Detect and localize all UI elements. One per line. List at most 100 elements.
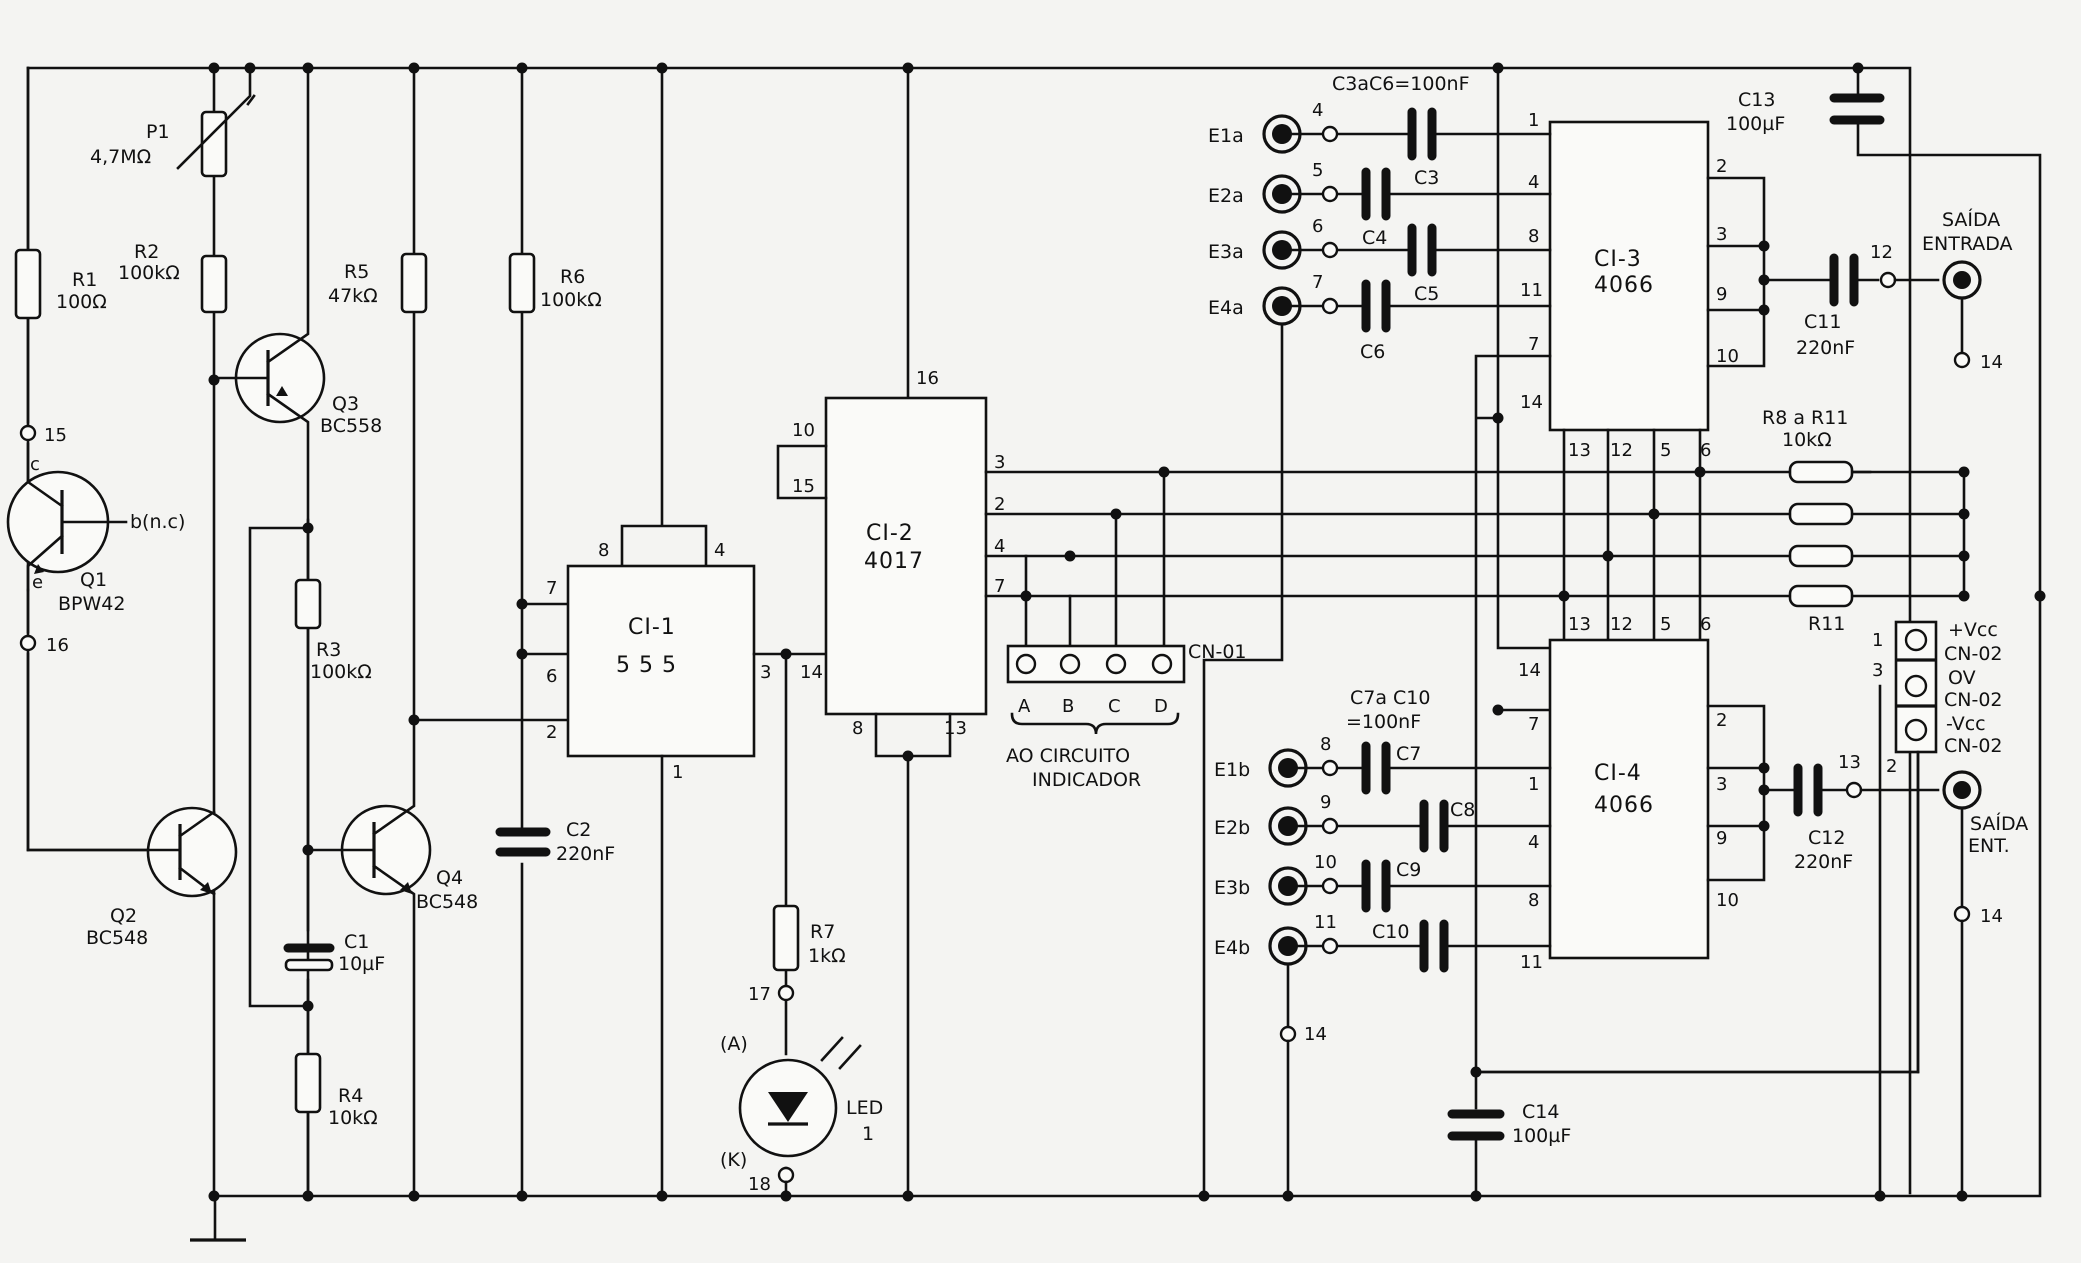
ci4-pin-2: 2: [1716, 710, 1727, 731]
terminal-5: 5: [1312, 160, 1323, 181]
cn01-label-c: C: [1108, 696, 1121, 717]
cn01-housing: [1006, 644, 1186, 684]
cn02-name-1: CN-02: [1944, 643, 2003, 665]
resistor-r8: [1788, 460, 1854, 484]
ci4-pin-10: 10: [1716, 890, 1739, 911]
c1-value: 10µF: [338, 953, 385, 975]
q2-part: BC548: [86, 927, 148, 949]
terminal-11: 11: [1314, 912, 1337, 933]
ci3-pin-5: 5: [1660, 440, 1671, 461]
c14-value: 100µF: [1512, 1125, 1571, 1147]
ci3-pin-10: 10: [1716, 346, 1739, 367]
ci3-pin-4: 4: [1528, 172, 1539, 193]
cn02-pin-3: 3: [1872, 660, 1883, 681]
q2-ref: Q2: [110, 905, 137, 927]
q1-emitter-label: e: [32, 572, 43, 593]
resistor-r5: [400, 252, 428, 314]
ci2-pin-4: 4: [994, 536, 1005, 557]
r4-value: 10kΩ: [328, 1107, 378, 1129]
resistor-r6: [508, 252, 536, 314]
ci1-pin-4: 4: [714, 540, 725, 561]
c7c10-label-1: C7a C10: [1350, 687, 1430, 709]
ci2-pin-3: 3: [994, 452, 1005, 473]
cn01-label-a: A: [1018, 696, 1031, 717]
q1-part: BPW42: [58, 593, 125, 615]
ci3-pin-13: 13: [1568, 440, 1591, 461]
q4-part: BC548: [416, 891, 478, 913]
ci2-pin-13: 13: [944, 718, 967, 739]
c5-ref: C5: [1414, 283, 1439, 305]
ic-ci3-4066: [1548, 120, 1710, 432]
terminal-6: 6: [1312, 216, 1323, 237]
ci1-name: CI-1: [628, 615, 676, 640]
ci3-name: CI-3: [1594, 247, 1642, 272]
terminal-14-out2-label: 14: [1980, 906, 2003, 927]
terminal-16-label: 16: [46, 635, 69, 656]
terminal-14-out1: [1953, 351, 1971, 369]
terminal-17: [777, 984, 795, 1002]
ci4-pin-11: 11: [1520, 952, 1543, 973]
ci4-part: 4066: [1594, 793, 1654, 818]
ic-ci4-4066: [1548, 638, 1710, 960]
led-label: LED: [846, 1097, 883, 1119]
terminal-17-label: 17: [748, 984, 771, 1005]
c13-ref: C13: [1738, 89, 1775, 111]
input-e3b: E3b: [1214, 877, 1250, 899]
terminal-4: 4: [1312, 100, 1323, 121]
r6-value: 100kΩ: [540, 289, 602, 311]
c4-ref: C4: [1362, 227, 1387, 249]
r8r11-value: 10kΩ: [1782, 429, 1832, 451]
c11-ref: C11: [1804, 311, 1841, 333]
ci4-pin-12: 12: [1610, 614, 1633, 635]
ci3-pin-12: 12: [1610, 440, 1633, 461]
r5-ref: R5: [344, 261, 369, 283]
ci4-pin-8: 8: [1528, 890, 1539, 911]
resistor-r3: [294, 578, 322, 630]
ci2-pin-2: 2: [994, 494, 1005, 515]
out1-line1: SAÍDA: [1942, 208, 2000, 231]
connector-cn02: 1 3 2 +Vcc CN-02 OV CN-02 -Vcc CN-02: [1474, 619, 2003, 1198]
led-anode-label: (A): [720, 1033, 748, 1055]
r7-value: 1kΩ: [808, 945, 846, 967]
ci3-pin-7: 7: [1528, 334, 1539, 355]
ci4-name: CI-4: [1594, 761, 1642, 786]
monostable-stage: R3 100kΩ C1 10µF R4 10kΩ Q4 BC548 R5 47k…: [248, 66, 570, 1198]
potentiometer-p1: [200, 110, 228, 178]
p1-value: 4,7MΩ: [90, 146, 151, 168]
q1-base-label: b(n.c): [130, 511, 185, 533]
trigger-stage: P1 4,7MΩ R2 100kΩ Q3 BC558 Q2 BC548: [26, 66, 382, 1198]
ci2-part: 4017: [864, 549, 924, 574]
terminal-15: [19, 424, 37, 442]
ci1-pin-6: 6: [546, 666, 557, 687]
input-jacks-a: [1262, 114, 1302, 326]
terminal-8: 8: [1320, 734, 1331, 755]
c8-ref: C8: [1450, 799, 1475, 821]
resistor-r9: [1788, 502, 1854, 526]
ci4-pin-1: 1: [1528, 774, 1539, 795]
ci1-pin-8: 8: [598, 540, 609, 561]
terminal-12-label: 12: [1870, 242, 1893, 263]
q3-part: BC558: [320, 415, 382, 437]
c11-value: 220nF: [1796, 337, 1855, 359]
ci3-pin-3: 3: [1716, 224, 1727, 245]
ci3-pin-6: 6: [1700, 440, 1711, 461]
ci2-pin-8: 8: [852, 718, 863, 739]
ci2-pin-7: 7: [994, 576, 1005, 597]
c12-ref: C12: [1808, 827, 1845, 849]
ci2-pin-14: 14: [800, 662, 823, 683]
terminal-10: 10: [1314, 852, 1337, 873]
cn01-pin-c: [1105, 653, 1127, 675]
ci2-name: CI-2: [866, 521, 914, 546]
r11-ref: R11: [1808, 613, 1845, 635]
ci1-pin-7: 7: [546, 578, 557, 599]
resistor-r7: [772, 904, 800, 972]
input-jacks-b: [1268, 748, 1308, 966]
ci2-pin-15: 15: [792, 476, 815, 497]
out2-line2: ENT.: [1968, 835, 2010, 857]
resistor-r11: [1788, 584, 1854, 608]
q3-ref: Q3: [332, 393, 359, 415]
input-e2a: E2a: [1208, 185, 1244, 207]
r4-ref: R4: [338, 1085, 363, 1107]
cn02-name-3: CN-02: [1944, 735, 2003, 757]
